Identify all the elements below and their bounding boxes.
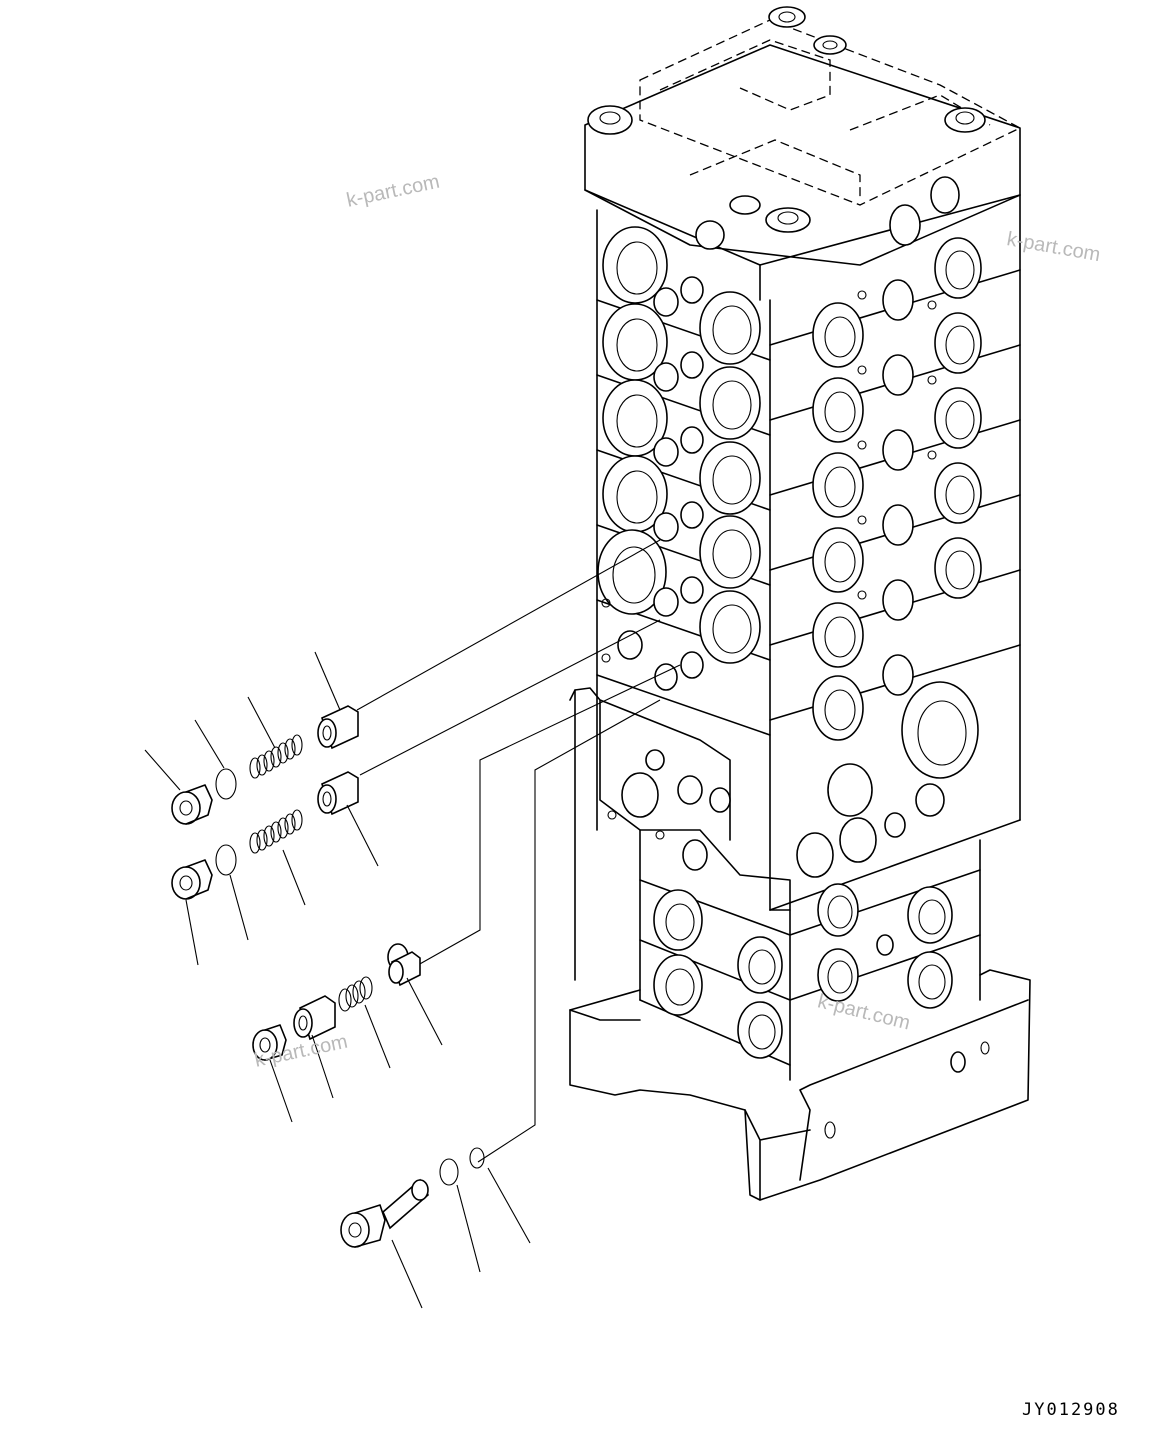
piston-lower xyxy=(293,995,336,1041)
exploded-parts xyxy=(144,539,681,1309)
valve-body xyxy=(569,6,1031,1201)
left-face-ports xyxy=(597,226,761,691)
o-ring-bottom-b xyxy=(469,1147,485,1169)
o-ring-upper xyxy=(215,768,237,800)
plug-lower xyxy=(252,1024,287,1061)
o-ring-middle xyxy=(215,844,237,876)
spring-upper xyxy=(249,734,303,779)
reference-leader-lines xyxy=(144,651,531,1309)
seat-middle xyxy=(317,771,359,816)
plug-upper xyxy=(171,784,213,825)
right-face-ports xyxy=(812,237,982,779)
poppet-lower xyxy=(387,943,421,987)
plug-bottom xyxy=(340,1178,430,1248)
seat-upper xyxy=(317,705,359,750)
spring-lower xyxy=(338,976,373,1012)
drawing-number: JY012908 xyxy=(1022,1400,1120,1420)
o-ring-bottom-a xyxy=(439,1158,459,1186)
plug-middle xyxy=(171,859,213,900)
spring-middle xyxy=(249,809,303,854)
